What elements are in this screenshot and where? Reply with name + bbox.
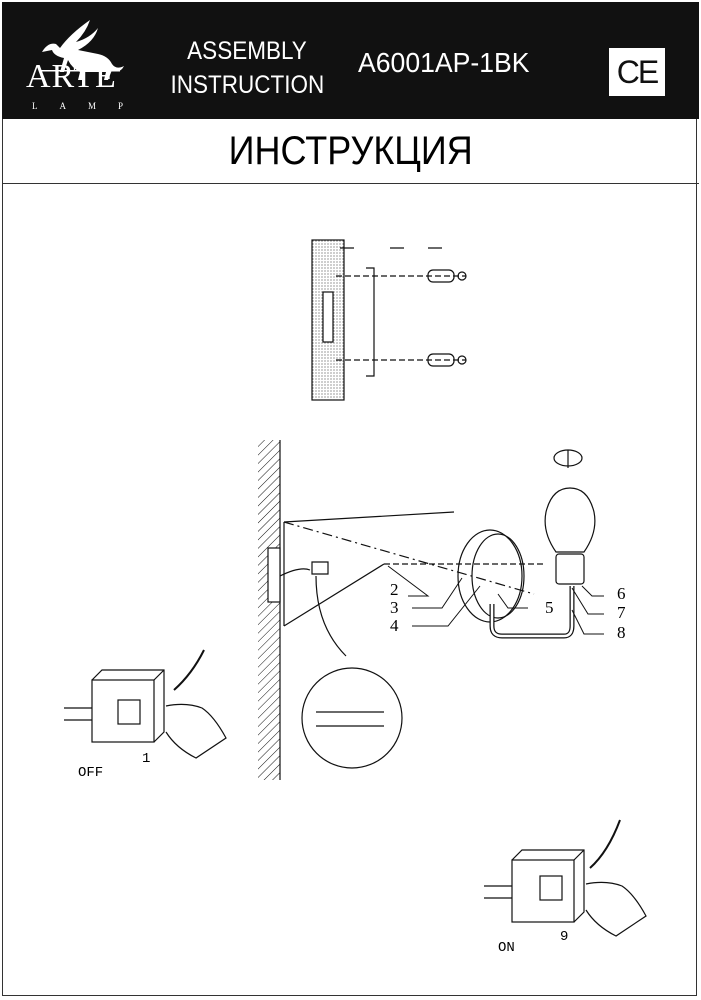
- part-label-5: 5: [545, 598, 554, 617]
- doc-type-line1: ASSEMBLY: [187, 37, 307, 65]
- part-label-3: 3: [390, 598, 399, 617]
- doc-type: ASSEMBLY INSTRUCTION: [170, 34, 325, 102]
- doc-type-line2: INSTRUCTION: [170, 71, 325, 99]
- wall-mount-diagram: [311, 239, 467, 401]
- switch-off-diagram: [64, 649, 227, 759]
- part-label-6: 6: [617, 584, 626, 603]
- brand-name: ARTE: [26, 58, 117, 95]
- part-label-4: 4: [390, 616, 399, 635]
- part-label-7: 7: [617, 603, 626, 622]
- part-label-2: 2: [390, 580, 399, 599]
- page-title: ИНСТРУКЦИЯ: [2, 119, 699, 184]
- header-bar: ARTE LAMP ASSEMBLY INSTRUCTION A6001AP-1…: [2, 2, 699, 119]
- brand-sub: LAMP: [32, 101, 146, 111]
- wall-installation-diagram: [258, 440, 604, 780]
- griffin-logo-icon: [40, 20, 124, 80]
- step-number-9: 9: [560, 929, 569, 945]
- switch-on-diagram: [484, 819, 647, 937]
- switch-on-label: ON: [498, 940, 515, 956]
- ce-mark: CE: [609, 48, 665, 96]
- page-title-text: ИНСТРУКЦИЯ: [228, 128, 473, 173]
- step-number-1: 1: [142, 751, 151, 767]
- model-number: A6001AP-1BK: [358, 47, 530, 78]
- switch-off-label: OFF: [78, 765, 104, 781]
- part-label-8: 8: [617, 623, 626, 642]
